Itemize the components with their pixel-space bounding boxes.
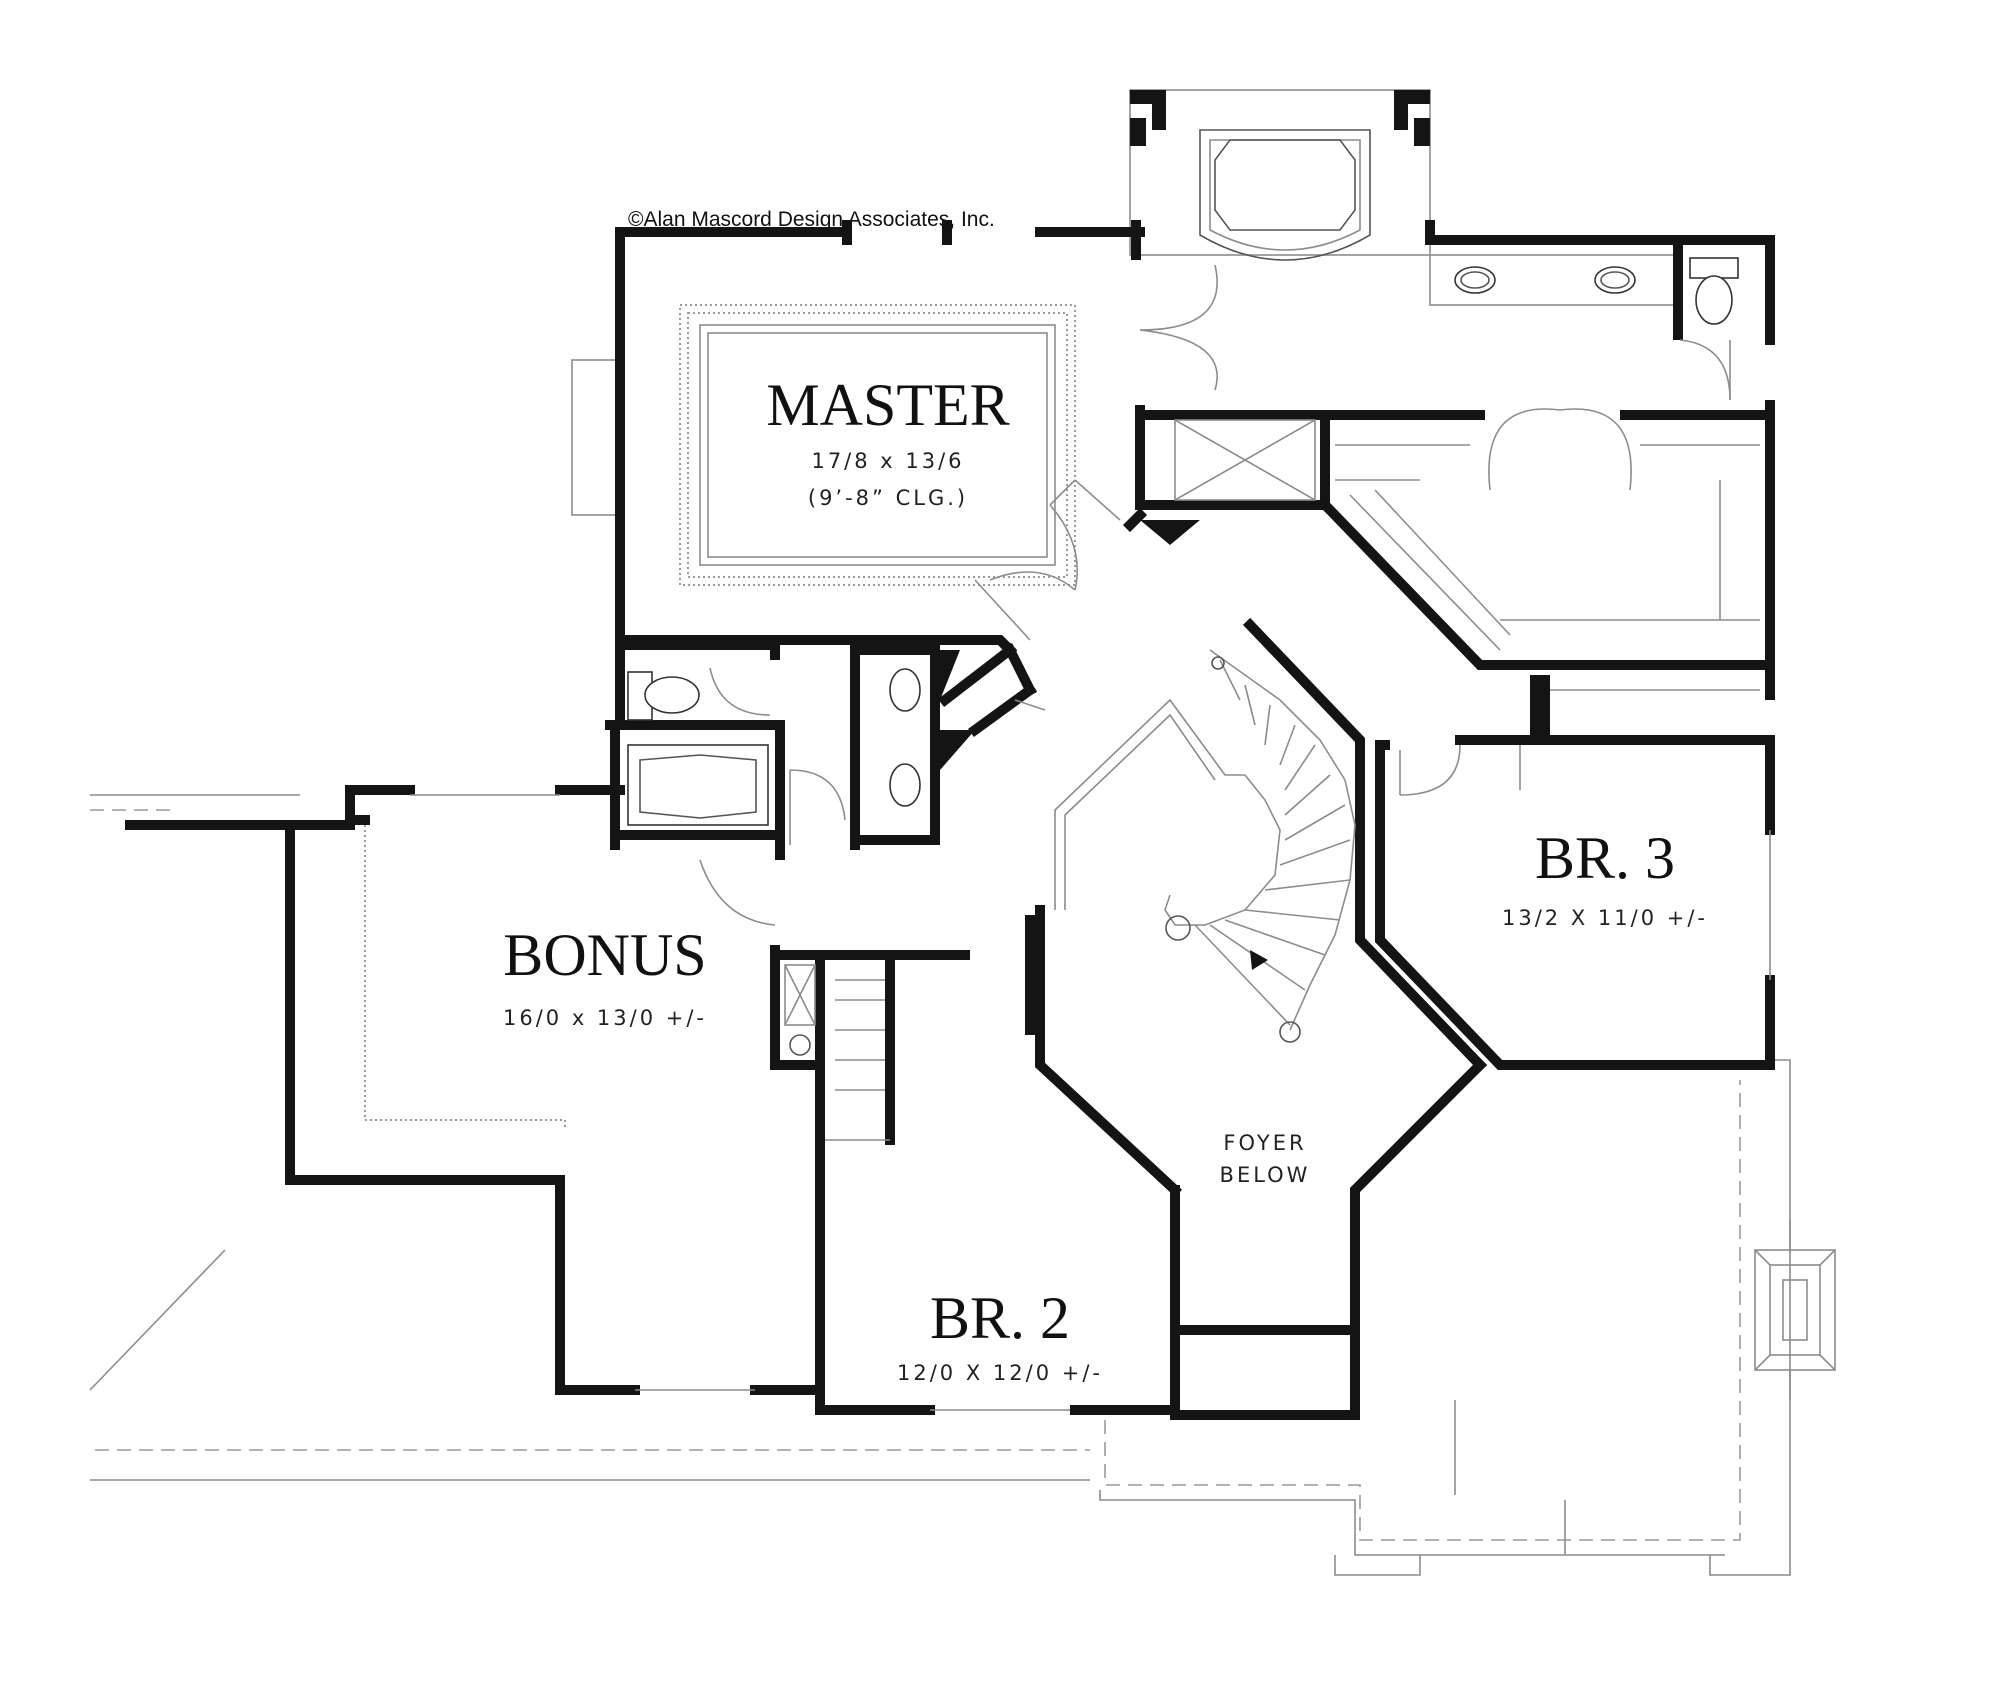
- copyright-text: ©Alan Mascord Design Associates, Inc.: [628, 208, 995, 231]
- master-bath: [1122, 220, 1775, 835]
- br3-room-dims: 13/2 X 11/0 +/-: [1502, 906, 1708, 930]
- br2-room-name: BR. 2: [930, 1285, 1070, 1351]
- foyer-label-line1: FOYER: [1223, 1131, 1306, 1155]
- labels: ©Alan Mascord Design Associates, Inc. MA…: [503, 208, 1708, 1385]
- master-room-ceiling: (9’-8” CLG.): [808, 486, 968, 510]
- bedroom-3: [1375, 735, 1775, 1070]
- closet-shelving: [1335, 444, 1760, 691]
- master-room-name: MASTER: [766, 372, 1009, 438]
- bonus-room-name: BONUS: [503, 922, 706, 988]
- master-bath-bay: [1129, 89, 1431, 261]
- bonus-room: [125, 785, 820, 1395]
- bonus-room-dims: 16/0 x 13/0 +/-: [503, 1006, 707, 1030]
- exterior-outlines: [89, 359, 1836, 1576]
- br2-room-dims: 12/0 X 12/0 +/-: [897, 1361, 1103, 1385]
- linen-closet: [770, 945, 970, 1145]
- master-room-dims: 17/8 x 13/6: [811, 449, 964, 473]
- br3-room-name: BR. 3: [1535, 825, 1675, 891]
- foyer-stair: [1054, 617, 1488, 1420]
- hall-bath: [605, 640, 1046, 926]
- foyer-label-line2: BELOW: [1220, 1163, 1311, 1187]
